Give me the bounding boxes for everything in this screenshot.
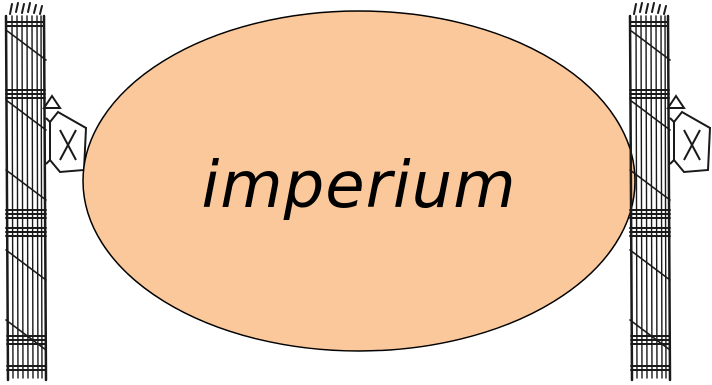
fasces-left-icon (0, 0, 110, 385)
fasces-right-icon (614, 0, 712, 385)
central-ellipse: imperium (80, 8, 638, 355)
center-word: imperium (201, 148, 517, 223)
